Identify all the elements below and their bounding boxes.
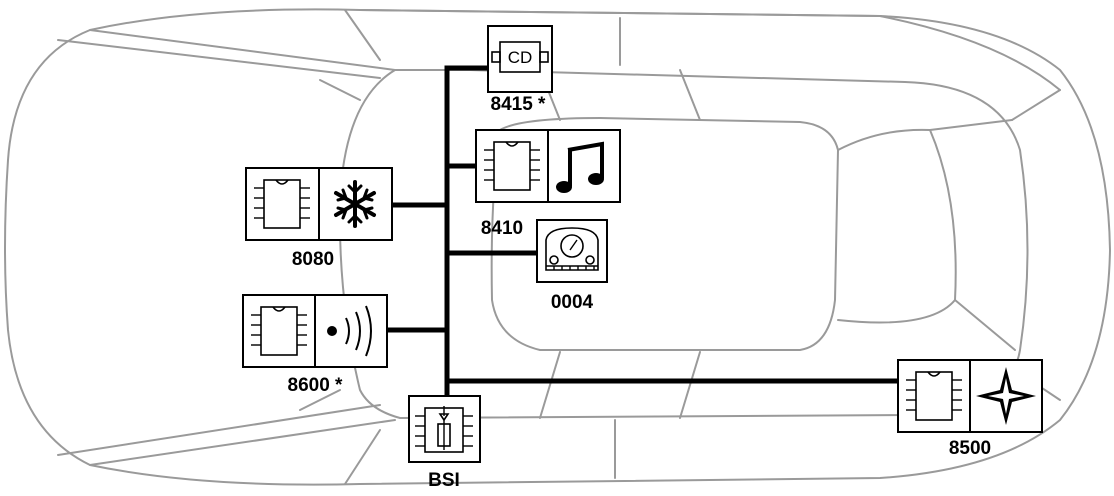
fuse-box-icon <box>415 406 473 453</box>
ecu-chip-icon <box>906 371 962 421</box>
instrument-module: 0004 <box>536 219 608 313</box>
module-code-cd: 8415 * <box>491 94 547 115</box>
cd-changer-icon: CD <box>491 41 549 73</box>
module-code-radio: 8410 <box>481 218 523 239</box>
module-code-alarm: 8600 * <box>288 375 344 396</box>
alarm-module: 8600 * <box>242 294 388 396</box>
navigation-module: 8500 <box>897 359 1043 459</box>
snowflake-icon <box>334 180 376 228</box>
network-bus <box>384 65 901 399</box>
radio-module: 8410 <box>475 129 621 239</box>
cd-label: CD <box>508 48 533 67</box>
module-code-bsi: BSI <box>428 470 460 491</box>
bsi-module: BSI <box>408 395 481 491</box>
climate-module: 8080 <box>245 167 393 270</box>
module-code-instrument: 0004 <box>551 292 594 313</box>
ecu-chip-icon <box>254 179 310 229</box>
dial-gauge-icon <box>545 227 599 271</box>
music-note-icon <box>556 141 604 193</box>
ecu-chip-icon <box>484 141 540 191</box>
module-code-navigation: 8500 <box>949 438 991 459</box>
module-code-climate: 8080 <box>292 249 334 270</box>
radio-waves-icon <box>327 305 372 357</box>
cd-changer-module: CD 8415 * <box>487 25 553 115</box>
ecu-chip-icon <box>251 306 307 356</box>
compass-star-icon <box>976 367 1036 425</box>
